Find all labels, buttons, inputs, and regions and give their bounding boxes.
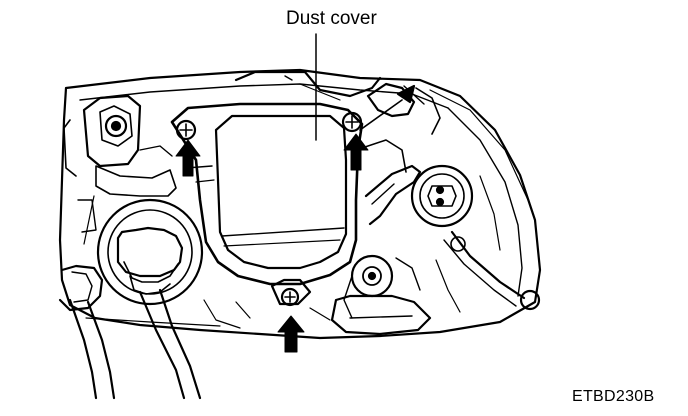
left-bulb-socket: [96, 198, 204, 306]
left-mount-bracket: [63, 94, 142, 177]
aiming-screw-upper: [359, 82, 441, 135]
lower-adjuster-nut: [343, 254, 394, 319]
screw-top-right: [341, 111, 363, 133]
aiming-rod-right: [443, 230, 541, 311]
arrow-screw-bottom: [277, 315, 305, 353]
socket-lever-arm: [361, 139, 422, 226]
left-panel: [77, 145, 177, 233]
dust-cover-label: Dust cover: [286, 8, 377, 29]
screw-top-left: [175, 119, 197, 141]
dust-cover: [170, 102, 364, 286]
connector-socket-right: [410, 164, 474, 228]
left-connector: [58, 264, 116, 400]
lower-bracket: [330, 257, 432, 336]
left-cable: [138, 288, 202, 400]
arrow-screw-top-left: [175, 139, 201, 177]
top-bracket: [234, 70, 382, 101]
screw-bottom: [270, 278, 312, 307]
arrow-screw-top-right: [343, 133, 369, 171]
housing-detail-lines: [83, 175, 501, 329]
figure-code: ETBD230B: [572, 388, 655, 405]
